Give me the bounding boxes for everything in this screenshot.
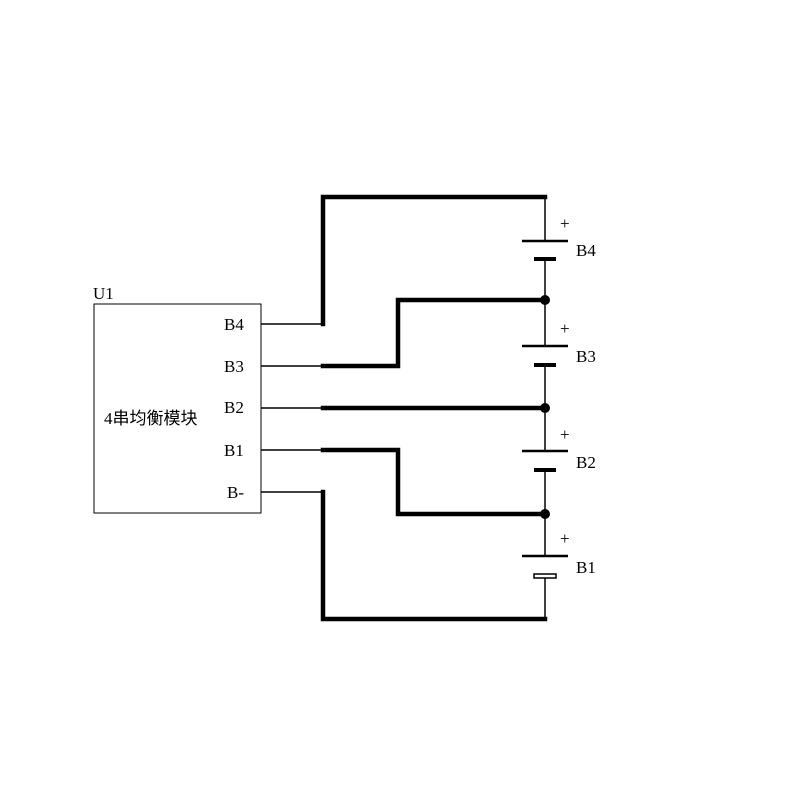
wire-b3 — [320, 297, 548, 369]
junctions — [540, 295, 550, 519]
pin-label-b4: B4 — [224, 315, 244, 334]
battery-b1-plus-sign: + — [560, 529, 570, 548]
battery-b1: + B1 — [522, 529, 596, 579]
module-ref-label: U1 — [93, 284, 114, 303]
pin-leads — [261, 323, 323, 493]
battery-b2-label: B2 — [576, 453, 596, 472]
pin-label-b1: B1 — [224, 441, 244, 460]
wire-b-minus — [320, 489, 548, 622]
pin-label-b3: B3 — [224, 357, 244, 376]
wire-b1 — [320, 447, 548, 517]
battery-b4-plus-sign: + — [560, 214, 570, 233]
pin-label-b-minus: B- — [227, 483, 244, 502]
battery-b2: + B2 — [522, 425, 596, 472]
junction-dot-b2 — [540, 403, 550, 413]
module-u1: U1 4串均衡模块 B4 B3 B2 B1 B- — [93, 284, 262, 514]
battery-b4-label: B4 — [576, 241, 596, 260]
battery-b1-label: B1 — [576, 558, 596, 577]
module-title: 4串均衡模块 — [104, 409, 198, 428]
wires — [320, 194, 548, 622]
battery-b3-label: B3 — [576, 347, 596, 366]
junction-dot-b3 — [540, 295, 550, 305]
junction-dot-b1 — [540, 509, 550, 519]
battery-b4: + B4 — [522, 214, 596, 261]
battery-b1-negative-plate — [533, 573, 557, 579]
wire-b4 — [320, 194, 548, 327]
battery-b3: + B3 — [522, 319, 596, 367]
battery-b3-plus-sign: + — [560, 319, 570, 338]
pin-label-b2: B2 — [224, 398, 244, 417]
battery-b2-plus-sign: + — [560, 425, 570, 444]
